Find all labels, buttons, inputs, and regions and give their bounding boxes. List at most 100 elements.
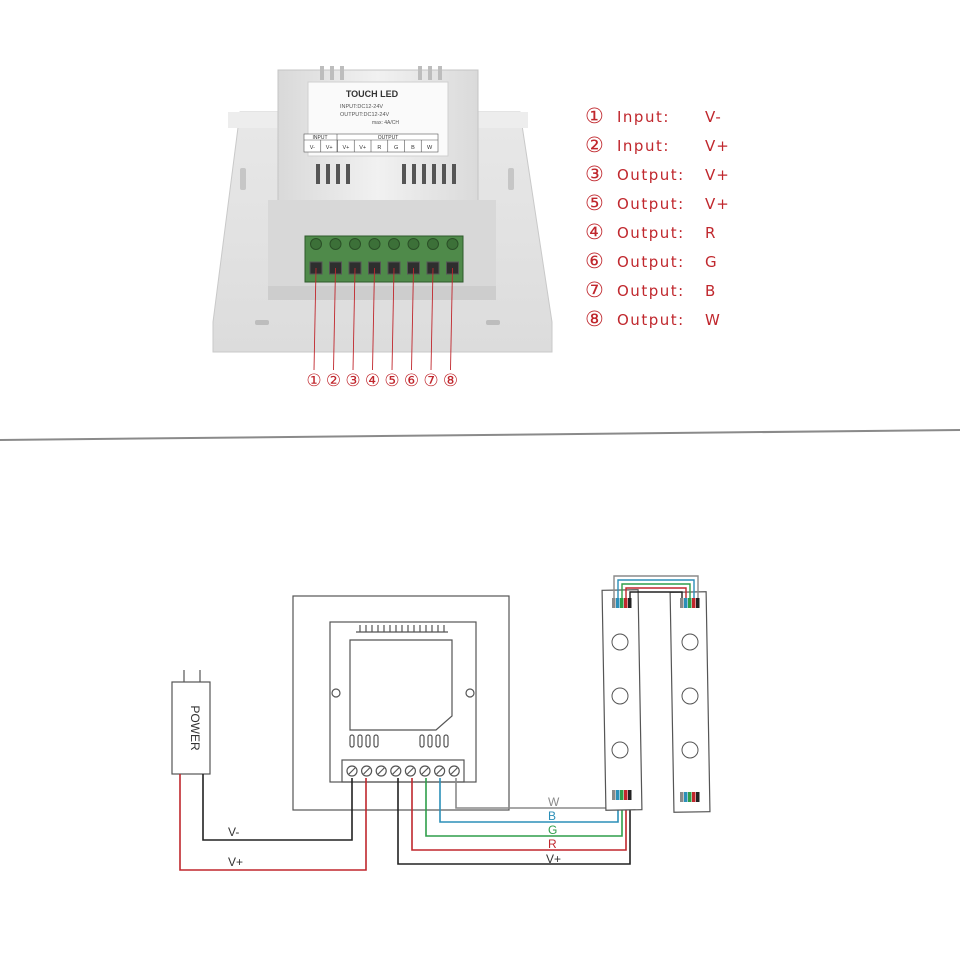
- legend-number: ⑦: [585, 278, 604, 302]
- legend-number: ③: [585, 162, 604, 186]
- legend-label: Output:: [617, 166, 685, 184]
- schematic-terminal: [448, 765, 460, 777]
- led-strip-right: [669, 591, 711, 813]
- strip-pad: [684, 792, 688, 802]
- terminal-number: ⑧: [443, 371, 458, 390]
- strip-pad: [696, 598, 700, 608]
- strip-pad: [688, 792, 692, 802]
- terminal-number: ⑤: [384, 371, 399, 390]
- legend-row: ⑦ Output: B: [585, 278, 765, 304]
- label-terminal-name: G: [394, 145, 398, 151]
- wire-label-r: R: [548, 837, 557, 851]
- strip-pad: [624, 598, 628, 608]
- legend-number: ②: [585, 133, 604, 157]
- schematic-terminal-block: [341, 759, 465, 783]
- label-terminal-name: V+: [342, 145, 349, 151]
- schematic-module: [329, 621, 477, 783]
- legend-row: ② Input: V+: [585, 133, 765, 159]
- led-strip-left: [601, 589, 643, 811]
- legend-value: V+: [705, 137, 730, 155]
- wire-vplus-input: [179, 774, 367, 871]
- legend-number: ⑤: [585, 191, 604, 215]
- schematic-terminal: [419, 765, 431, 777]
- terminal-screw: [368, 238, 381, 250]
- legend-label: Input:: [617, 137, 670, 155]
- label-max-spec: max: 4A/CH: [372, 120, 399, 126]
- label-terminal-name: W: [427, 145, 433, 151]
- terminal-number: ④: [365, 371, 380, 390]
- wire-vminus: [202, 774, 353, 841]
- terminal-screw: [349, 238, 361, 250]
- terminal-screw: [310, 238, 322, 250]
- device-photo: TOUCH LED INPUT:DC12-24V OUTPUT:DC12-24V…: [212, 66, 553, 390]
- strip-jumpers: [613, 575, 699, 598]
- strip-pad: [620, 790, 624, 800]
- strip-pad: [616, 790, 620, 800]
- wire-w: [455, 778, 615, 809]
- legend-value: R: [705, 224, 717, 242]
- wire-label-w: W: [548, 795, 560, 809]
- wiring-schematic: [292, 595, 510, 811]
- schematic-terminal: [375, 765, 387, 777]
- terminal-number: ⑥: [404, 371, 419, 390]
- schematic-terminal: [434, 765, 446, 777]
- label-terminal-name: V-: [310, 145, 315, 151]
- schematic-window: [349, 639, 453, 731]
- strip-pad: [696, 792, 700, 802]
- strip-pad: [692, 792, 696, 802]
- schematic-screw-hole: [465, 688, 475, 698]
- schematic-teeth: [359, 625, 445, 632]
- terminal-screw: [407, 238, 420, 250]
- legend-value: B: [705, 282, 717, 300]
- schematic-wall-plate: [292, 595, 510, 811]
- legend-label: Output:: [617, 282, 685, 300]
- strip-pad: [624, 790, 628, 800]
- wire-label-vplus-strip: V+: [546, 852, 561, 866]
- strip-pad: [628, 790, 632, 800]
- schematic-screw-hole: [331, 688, 341, 698]
- strip-pad: [688, 598, 692, 608]
- strip-pad: [684, 598, 688, 608]
- led: [681, 741, 699, 759]
- label-terminal-name: V+: [326, 145, 333, 151]
- label-group-output: OUTPUT: [378, 135, 399, 141]
- wire-vplus-strip: [397, 778, 631, 865]
- wire-label-vplus: V+: [228, 855, 243, 869]
- strip-pad: [616, 598, 620, 608]
- side-vents: [316, 164, 456, 184]
- wire-label-g: G: [548, 823, 557, 837]
- legend-number: ①: [585, 104, 604, 128]
- power-connector: POWER: [171, 670, 211, 775]
- schematic-terminal: [390, 765, 402, 777]
- schematic-terminals: [346, 765, 460, 777]
- top-vents: [320, 66, 442, 80]
- legend-label: Input:: [617, 108, 670, 126]
- terminal-screw: [446, 238, 459, 250]
- terminal-screw: [329, 238, 342, 250]
- label-terminal-name: R: [377, 145, 381, 151]
- legend-value: V+: [705, 166, 730, 184]
- strip-pad: [628, 598, 632, 608]
- legend-number: ⑥: [585, 249, 604, 273]
- terminal-screw: [427, 238, 439, 250]
- label-group-input: INPUT: [313, 135, 328, 141]
- terminal-number: ⑦: [423, 371, 438, 390]
- schematic-terminal: [361, 765, 373, 777]
- legend-row: ③ Output: V+: [585, 162, 765, 188]
- schematic-vents: [349, 734, 449, 748]
- legend-row: ⑧ Output: W: [585, 307, 765, 333]
- legend-label: Output:: [617, 311, 685, 329]
- legend-number: ⑧: [585, 307, 604, 331]
- legend-value: G: [705, 253, 718, 271]
- terminal-number: ②: [326, 371, 341, 390]
- strip-pad: [620, 598, 624, 608]
- schematic-terminal: [346, 765, 358, 777]
- strip-pad: [680, 598, 684, 608]
- led-strips: [601, 575, 711, 813]
- legend-value: W: [705, 311, 721, 329]
